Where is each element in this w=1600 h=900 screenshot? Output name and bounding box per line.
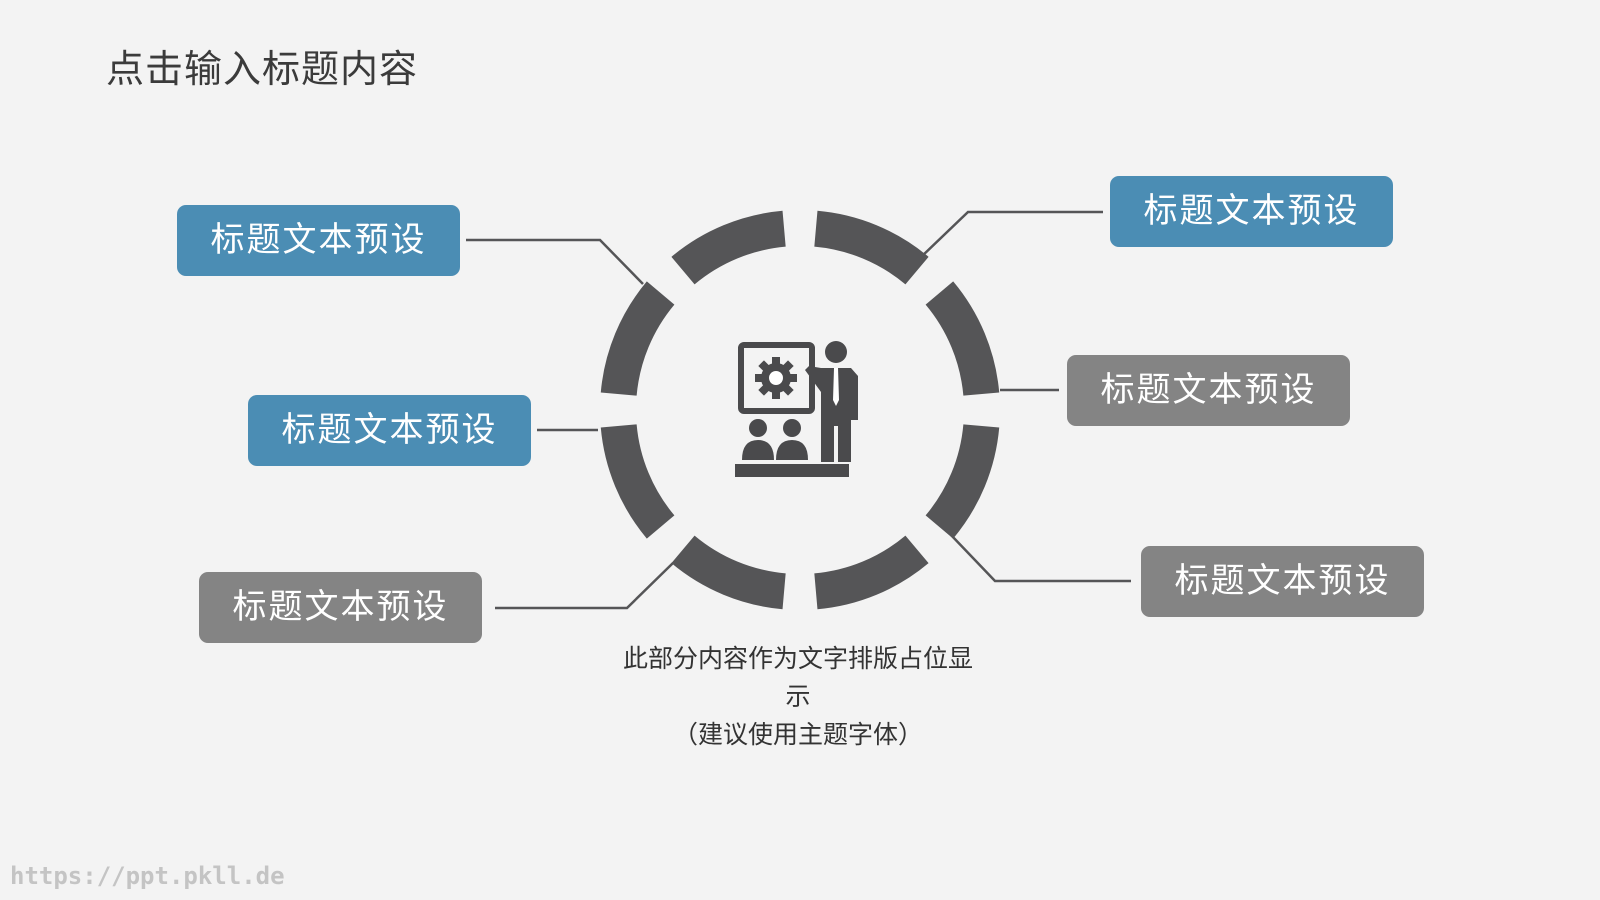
ring-segment bbox=[600, 281, 675, 397]
label-box-bottom-left[interactable]: 标题文本预设 bbox=[199, 572, 482, 643]
page-title: 点击输入标题内容 bbox=[106, 47, 419, 91]
watermark-url: https://ppt.pkll.de bbox=[10, 862, 285, 890]
label-box-bottom-right[interactable]: 标题文本预设 bbox=[1141, 546, 1424, 617]
label-box-middle-left[interactable]: 标题文本预设 bbox=[248, 395, 531, 466]
connector-top-right bbox=[919, 210, 1103, 259]
ring-segment bbox=[671, 535, 787, 610]
ring-segment bbox=[813, 210, 929, 285]
connector-bottom-right bbox=[950, 534, 1131, 583]
label-box-middle-right[interactable]: 标题文本预设 bbox=[1067, 355, 1350, 426]
caption-line-1: 此部分内容作为文字排版占位显 bbox=[622, 644, 973, 673]
ring-segment bbox=[813, 535, 929, 610]
connector-top-left bbox=[466, 238, 644, 285]
label-box-top-left[interactable]: 标题文本预设 bbox=[177, 205, 460, 276]
caption-line-3: （建议使用主题字体） bbox=[672, 720, 923, 749]
caption: 此部分内容作为文字排版占位显 示 （建议使用主题字体） bbox=[598, 640, 998, 754]
ring-segment bbox=[671, 210, 787, 285]
connector-bottom-left bbox=[495, 562, 674, 610]
segmented-ring bbox=[600, 210, 1000, 610]
caption-line-2: 示 bbox=[785, 682, 811, 711]
ring-segment bbox=[925, 423, 1000, 539]
presenter-with-gear-board-icon bbox=[735, 341, 858, 477]
ring-segment bbox=[925, 281, 1000, 397]
ring-segment bbox=[600, 423, 675, 539]
label-box-top-right[interactable]: 标题文本预设 bbox=[1110, 176, 1393, 247]
